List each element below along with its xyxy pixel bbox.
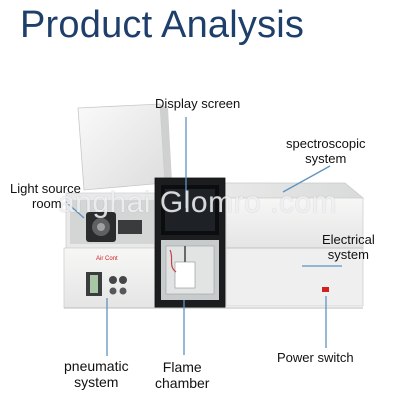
label-power-switch: Power switch: [277, 350, 354, 365]
gas-knob: [119, 276, 127, 284]
label-light-source-room: Light source room: [10, 181, 81, 211]
open-lid: [77, 103, 166, 191]
label-pneumatic-system: pneumatic system: [64, 358, 129, 390]
label-electrical-system: Electrical system: [322, 232, 375, 262]
label-display-screen: Display screen: [155, 96, 241, 111]
center-unit: [154, 177, 226, 309]
page-title: Product Analysis: [20, 4, 305, 46]
label-flame-chamber: Flame chamber: [155, 359, 210, 391]
watermark-text: anghai Glomro .com: [58, 186, 338, 219]
leader-spectroscopic: [282, 165, 331, 193]
panel-label: Air Cont: [96, 256, 118, 262]
power-switch-button: [322, 287, 329, 292]
label-spectroscopic-system: spectroscopic system: [286, 136, 366, 166]
leader-lines: [65, 117, 342, 356]
leader-light-source: [65, 201, 85, 219]
gas-knob: [109, 276, 117, 284]
light-source-room: [65, 103, 172, 249]
